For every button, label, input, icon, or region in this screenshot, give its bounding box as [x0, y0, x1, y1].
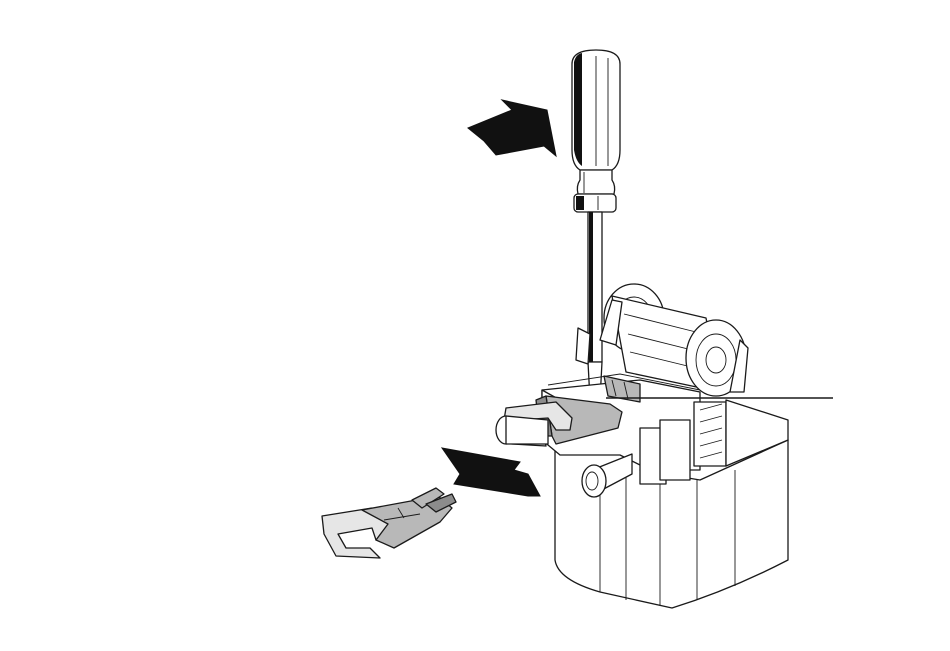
- ratchet-ribs: [694, 402, 726, 466]
- ribbon-spool: [600, 284, 748, 396]
- latch-tab: [576, 328, 590, 364]
- locking-clip-removed: [322, 488, 456, 558]
- push-arrow: [468, 100, 556, 156]
- pivot-pin-rear: [496, 416, 548, 444]
- pull-arrow: [442, 448, 540, 496]
